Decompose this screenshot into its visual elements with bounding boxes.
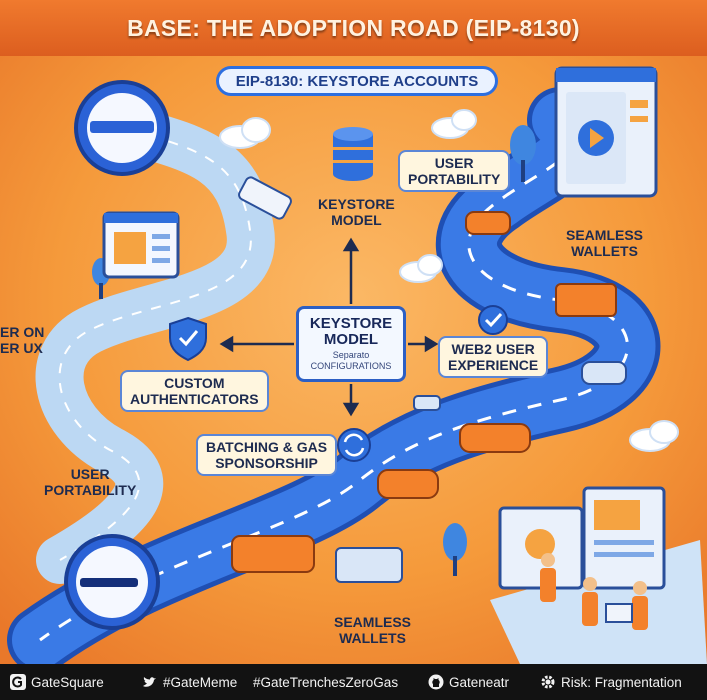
page-title: BASE: THE ADOPTION ROAD (EIP-8130) <box>127 14 580 41</box>
footer-item-gateneatr[interactable]: Gateneatr <box>428 664 509 700</box>
center-title: KEYSTORE MODEL <box>309 315 393 348</box>
clouds <box>219 109 679 452</box>
label-batching-gas-sponsorship: BATCHING & GAS SPONSORSHIP <box>196 434 338 476</box>
label-keystore-model: KEYSTORE MODEL <box>318 196 395 228</box>
illustration <box>0 0 707 664</box>
workspace-illustration <box>490 486 707 664</box>
label-user-portability-top: USER PORTABILITY <box>398 150 511 192</box>
label-seamless-wallets-top: SEAMLESS WALLETS <box>566 227 644 259</box>
label-cut-left: ER ON ER UX <box>0 324 45 356</box>
gear-icon <box>541 675 555 689</box>
footer-item-gatememe[interactable]: #GateMeme <box>142 664 237 700</box>
database-icon <box>333 127 373 181</box>
check-circle-icon <box>478 305 508 335</box>
gatesquare-icon <box>10 674 26 690</box>
center-keystore-model-box: KEYSTORE MODEL Separato CONFIGURATIONS <box>296 306 406 382</box>
window-card-icon <box>102 211 180 279</box>
footer-item-gatesquare[interactable]: GateSquare <box>10 664 104 700</box>
shield-check-icon <box>169 316 207 362</box>
banner-keystore-accounts: EIP-8130: KEYSTORE ACCOUNTS <box>216 66 498 96</box>
vehicles <box>231 176 627 583</box>
github-icon <box>428 674 444 690</box>
browser-window-icon <box>554 66 658 198</box>
sync-icon <box>337 428 371 462</box>
road-main-dashes <box>39 118 629 642</box>
footer-item-risk[interactable]: Risk: Fragmentation <box>540 664 682 700</box>
minus-bar <box>90 121 154 133</box>
title-bar <box>0 0 707 56</box>
twitter-bird-icon <box>143 677 156 687</box>
footer-item-hashtag[interactable]: #GateTrenchesZeroGas <box>253 674 399 690</box>
road-left-dashes <box>58 129 252 561</box>
arrows <box>219 237 439 417</box>
label-custom-authenticators: CUSTOM AUTHENTICATORS <box>120 370 269 412</box>
center-subtitle: Separato CONFIGURATIONS <box>310 350 392 371</box>
footer-bar: GateSquare #GateMeme #GateTrenchesZeroGa… <box>0 664 707 700</box>
minus-bar-bottom <box>80 578 138 587</box>
label-web2-user-experience: WEB2 USER EXPERIENCE <box>438 336 549 378</box>
label-seamless-wallets-bottom: SEAMLESS WALLETS <box>334 614 412 646</box>
label-user-portability-bottom: USER PORTABILITY <box>44 466 137 498</box>
